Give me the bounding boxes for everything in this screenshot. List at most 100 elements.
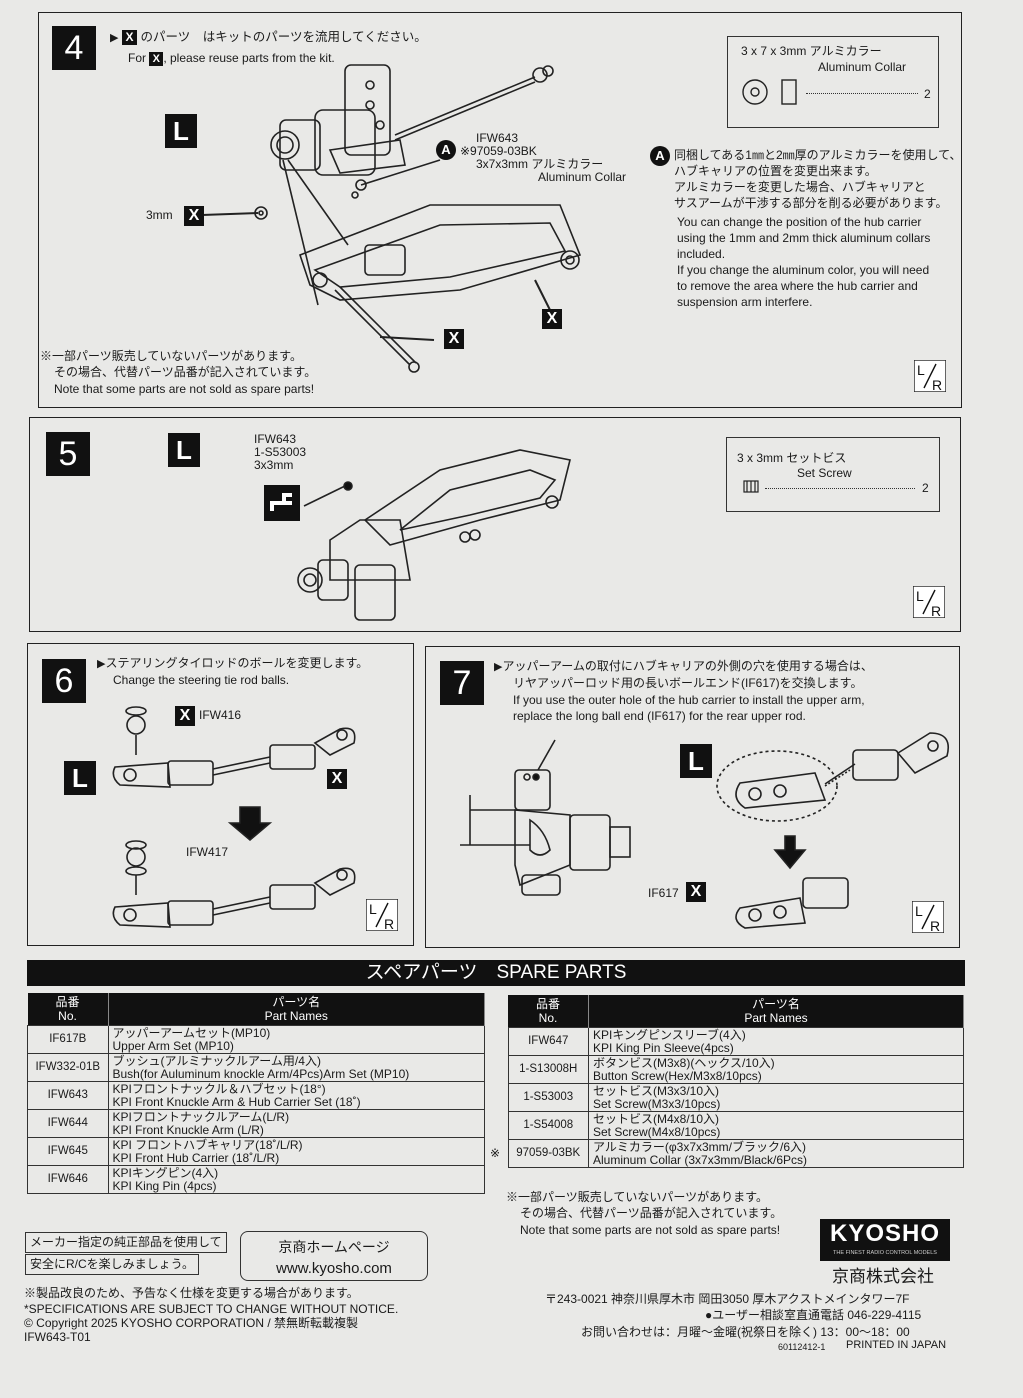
part-name-en: Aluminum Collar (3x7x3mm/Black/6Pcs): [593, 1152, 808, 1167]
step-5-panel: [29, 417, 961, 632]
step-4-spare-note-jp-1: ※一部パーツ販売していないパーツがあります。: [40, 349, 302, 363]
col-no-jp: 品番: [535, 997, 560, 1011]
part-name-en: Set Screw(M3x3/10pcs): [593, 1096, 721, 1111]
step-4-note-en-b: , please reuse parts from the kit.: [163, 51, 335, 65]
homepage-label: 京商ホームページ: [278, 1239, 390, 1255]
step-4-part-box-name: Aluminum Collar: [818, 60, 907, 74]
a-note-en-line: suspension arm interfere.: [677, 295, 813, 309]
step-7-number: 7: [440, 661, 484, 705]
step-4-spare-note-jp-2: その場合、代替パーツ品番が記入されています。: [54, 365, 317, 379]
part-no: 1-S13008H: [507, 1055, 589, 1084]
part-name: KPIキングピンスリーブ(4入)KPI King Pin Sleeve(4pcs…: [588, 1027, 964, 1056]
step-4-assembly-diagram: [201, 64, 582, 373]
step-6-note-jp: ▶ステアリングタイロッドのボールを変更します。: [97, 656, 369, 670]
part-no: 1-S53003: [507, 1083, 589, 1112]
step-4-part-box-leader: [806, 93, 918, 94]
part-mark: [486, 1028, 508, 1056]
step-5-side-left: L: [168, 433, 200, 467]
print-code: 60112412-1: [778, 1342, 826, 1352]
part-name-jp: KPIキングピン(4入): [112, 1166, 219, 1180]
step-5-assembly-diagram: [297, 449, 571, 621]
part-name: ボタンビス(M3x8)(ヘックス/10入)Button Screw(Hex/M3…: [588, 1055, 964, 1084]
step-4-x-marker-screw: X: [184, 206, 204, 226]
part-mark: ※: [490, 1146, 501, 1161]
step-4-note-en-a: For: [128, 51, 146, 65]
svg-text:L: L: [369, 901, 377, 917]
spec-notice-jp: ※製品改良のため、予告なく仕様を変更する場合があります。: [24, 1286, 359, 1300]
hex-wrench-icon: [264, 485, 300, 521]
part-name-en: Button Screw(Hex/M3x8/10pcs): [593, 1068, 762, 1083]
part-name-jp: KPIフロントナックル＆ハブセット(18°): [112, 1082, 326, 1096]
company-hours: お問い合わせは：月曜～金曜(祝祭日を除く) 13：00～18：00: [581, 1325, 910, 1339]
part-name-en: KPI King Pin (4pcs): [112, 1178, 217, 1193]
step-7-note-en-2: replace the long ball end (IF617) for th…: [513, 709, 806, 723]
part-no: IFW647: [507, 1027, 589, 1056]
step-4-spare-note-en: Note that some parts are not sold as spa…: [54, 382, 315, 396]
svg-text:R: R: [932, 377, 942, 392]
step-4-number: 4: [52, 26, 96, 70]
col-name-en: Part Names: [744, 1011, 808, 1025]
x-marker-icon: X: [149, 52, 164, 66]
svg-text:L: L: [917, 362, 925, 378]
part-name-jp: セットビス(M4x8/10入): [593, 1112, 720, 1126]
step-6-number: 6: [42, 659, 86, 703]
part-name: KPIフロントナックルアーム(L/R)KPI Front Knuckle Arm…: [107, 1109, 485, 1138]
step-4-note-jp-text: のパーツ はキットのパーツを流用してください。: [140, 30, 427, 44]
step-4-note-en: For X, please reuse parts from the kit.: [128, 51, 335, 66]
step-4-callout-a-code: IFW643: [476, 131, 519, 145]
a-note-en-line: using the 1mm and 2mm thick aluminum col…: [677, 231, 931, 245]
step-4-callout-a-icon: A: [436, 140, 456, 160]
company-phone: ●ユーザー相談室直通電話 046-229-4115: [705, 1308, 922, 1322]
part-no: IFW644: [27, 1109, 109, 1138]
col-mark: [486, 995, 508, 1028]
logo-text: KYOSHO: [829, 1220, 940, 1247]
step-6-note-en: Change the steering tie rod balls.: [113, 673, 290, 687]
printed-in-japan: PRINTED IN JAPAN: [846, 1339, 947, 1351]
step-5-part-box-name: Set Screw: [797, 466, 852, 480]
left-right-icon: L R: [913, 586, 945, 618]
part-name-jp: アルミカラー(φ3x7x3mm/ブラック/6入): [593, 1140, 807, 1154]
part-name-en: KPI King Pin Sleeve(4pcs): [593, 1040, 734, 1055]
step-7-old-part: IF617: [648, 886, 679, 900]
homepage-url[interactable]: www.kyosho.com: [276, 1260, 392, 1277]
step-4-callout-a-size: 3x7x3mm アルミカラー: [476, 157, 604, 171]
step-6-side-left: L: [64, 761, 96, 795]
part-name-en: Upper Arm Set (MP10): [112, 1038, 234, 1053]
part-name: セットビス(M4x8/10入)Set Screw(M4x8/10pcs): [588, 1111, 964, 1140]
part-name: KPIフロントナックル＆ハブセット(18°)KPI Front Knuckle …: [107, 1081, 485, 1110]
part-name-en: Bush(for Auluminum knockle Arm/4Pcs)Arm …: [112, 1066, 410, 1081]
svg-text:L: L: [915, 903, 923, 919]
part-name-en: KPI Front Knuckle Arm & Hub Carrier Set …: [112, 1094, 361, 1109]
step-6-old-part: IFW416: [199, 708, 242, 722]
left-right-icon: L R: [914, 360, 946, 392]
part-name: アッパーアームセット(MP10)Upper Arm Set (MP10): [107, 1025, 485, 1054]
spare-note-jp-1: ※一部パーツ販売していないパーツがあります。: [506, 1190, 768, 1204]
homepage-link[interactable]: 京商ホームページ www.kyosho.com: [240, 1231, 428, 1281]
a-note-en-line: If you change the aluminum color, you wi…: [677, 263, 930, 277]
step-4-part-box-title: 3 x 7 x 3mm アルミカラー: [741, 44, 882, 58]
part-name: KPI フロントハブキャリア(18˚/L/R)KPI Front Hub Car…: [107, 1137, 485, 1166]
col-name-jp: パーツ名: [272, 995, 321, 1009]
doc-code: IFW643-T01: [24, 1330, 91, 1344]
svg-text:R: R: [384, 916, 394, 931]
part-no: IFW645: [27, 1137, 109, 1166]
kyosho-logo: KYOSHO THE FINEST RADIO CONTROL MODELS: [820, 1219, 950, 1261]
step-5-part: 1-S53003: [254, 445, 307, 459]
company-name: 京商株式会社: [832, 1267, 934, 1286]
step-4-panel: [38, 12, 962, 408]
step-6-note-jp-text: ステアリングタイロッドのボールを変更します。: [105, 656, 369, 670]
part-no: IFW643: [27, 1081, 109, 1110]
part-name-jp: KPIキングピンスリーブ(4入): [593, 1028, 746, 1042]
step-5-part-box-leader: [765, 488, 915, 489]
step-4-note-jp: ▶ X のパーツ はキットのパーツを流用してください。: [110, 30, 427, 45]
col-name-jp: パーツ名: [752, 997, 800, 1011]
